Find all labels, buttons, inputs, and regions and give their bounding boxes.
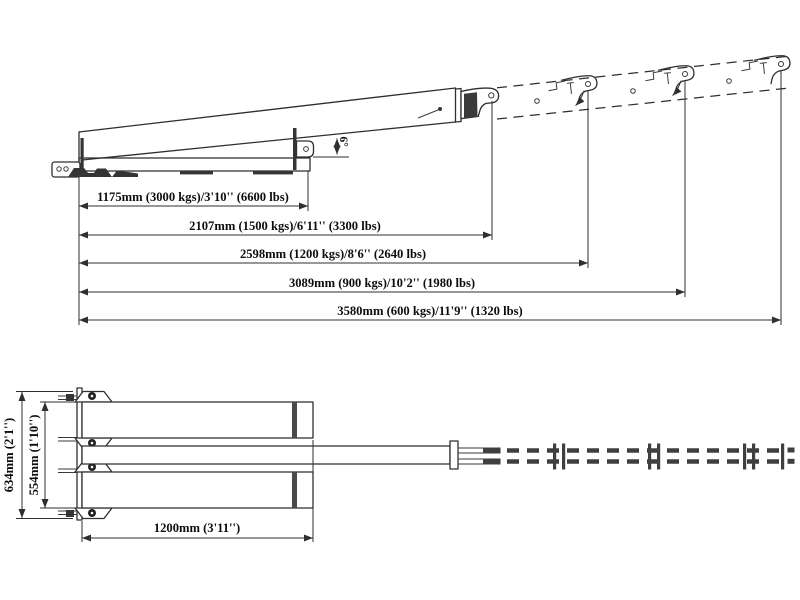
hook-hole [778, 61, 784, 67]
dimension-label-1: 1175mm (3000 kgs)/3'10'' (6600 lbs) [97, 190, 289, 204]
hook-plate [464, 92, 478, 119]
rotation-arrow [575, 90, 585, 106]
section-pin-hole [630, 88, 636, 94]
pocket-length-label: 1200mm (3'11'') [154, 521, 240, 535]
hook-hole [585, 81, 591, 87]
boom-extension-dashed [496, 55, 792, 120]
pin-detail [417, 109, 439, 119]
pivot-pin [80, 138, 84, 172]
angle-dimension: 6° [313, 137, 349, 158]
boom [78, 87, 457, 162]
dimension-line-1: 1175mm (3000 kgs)/3'10'' (6600 lbs) [79, 190, 308, 210]
latch-pin [759, 62, 767, 75]
inner-height-dimension: 554mm (1'10'') [27, 401, 76, 509]
section-pin-hole [534, 98, 540, 104]
back-plate [76, 387, 83, 521]
extension-hook-3 [741, 55, 791, 85]
dimension-label-2: 2107mm (1500 kgs)/6'11'' (3300 lbs) [189, 219, 381, 233]
fork-pocket-bottom [81, 471, 314, 509]
lift-hook [454, 87, 500, 123]
latch-pin [566, 82, 574, 95]
dimension-label-4: 3089mm (900 kgs)/10'2'' (1980 lbs) [289, 276, 475, 290]
clamp-feet [68, 168, 112, 177]
latch-pin [663, 72, 671, 85]
outer-height-dimension: 634mm (2'1'') [2, 391, 73, 519]
retaining-pins [58, 394, 77, 517]
pocket-end-cap [292, 402, 297, 438]
projection-lines [78, 70, 782, 325]
side-elevation-view: 6° [51, 55, 792, 325]
extension-hook-1 [548, 75, 598, 106]
dimension-label-3: 2598mm (1200 kgs)/8'6'' (2640 lbs) [240, 247, 426, 261]
pocket-length-dimension: 1200mm (3'11'') [81, 440, 314, 542]
plan-view: 634mm (2'1'') 554mm (1'10'') 1200mm (3'1… [2, 387, 795, 542]
mounting-bracket [51, 138, 293, 178]
hook-hole [488, 92, 495, 99]
fork-pocket-bar [78, 157, 311, 172]
outer-height-label: 634mm (2'1'') [2, 418, 16, 493]
inner-height-label: 554mm (1'10'') [27, 415, 41, 496]
extension-hook-2 [645, 65, 695, 96]
angle-label: 6° [337, 137, 349, 148]
dimension-line-5: 3580mm (600 kgs)/11'9'' (1320 lbs) [79, 304, 781, 324]
dimension-label-5: 3580mm (600 kgs)/11'9'' (1320 lbs) [337, 304, 522, 318]
telescopic-beam [81, 440, 795, 470]
beam-end-cap [449, 440, 459, 470]
telescopic-rails-dashed [507, 443, 795, 470]
dimension-line-3: 2598mm (1200 kgs)/8'6'' (2640 lbs) [79, 247, 588, 267]
dimension-line-2: 2107mm (1500 kgs)/6'11'' (3300 lbs) [79, 219, 492, 239]
section-pin-hole [726, 78, 732, 84]
bolts [88, 392, 96, 517]
dimension-line-4: 3089mm (900 kgs)/10'2'' (1980 lbs) [79, 276, 685, 296]
support-plate [293, 128, 315, 170]
gusset-plates [74, 390, 113, 520]
hook-hole [682, 71, 688, 77]
fork-pocket-top [81, 401, 314, 439]
rotation-arrow [672, 80, 682, 96]
pocket-end-cap [292, 472, 297, 508]
